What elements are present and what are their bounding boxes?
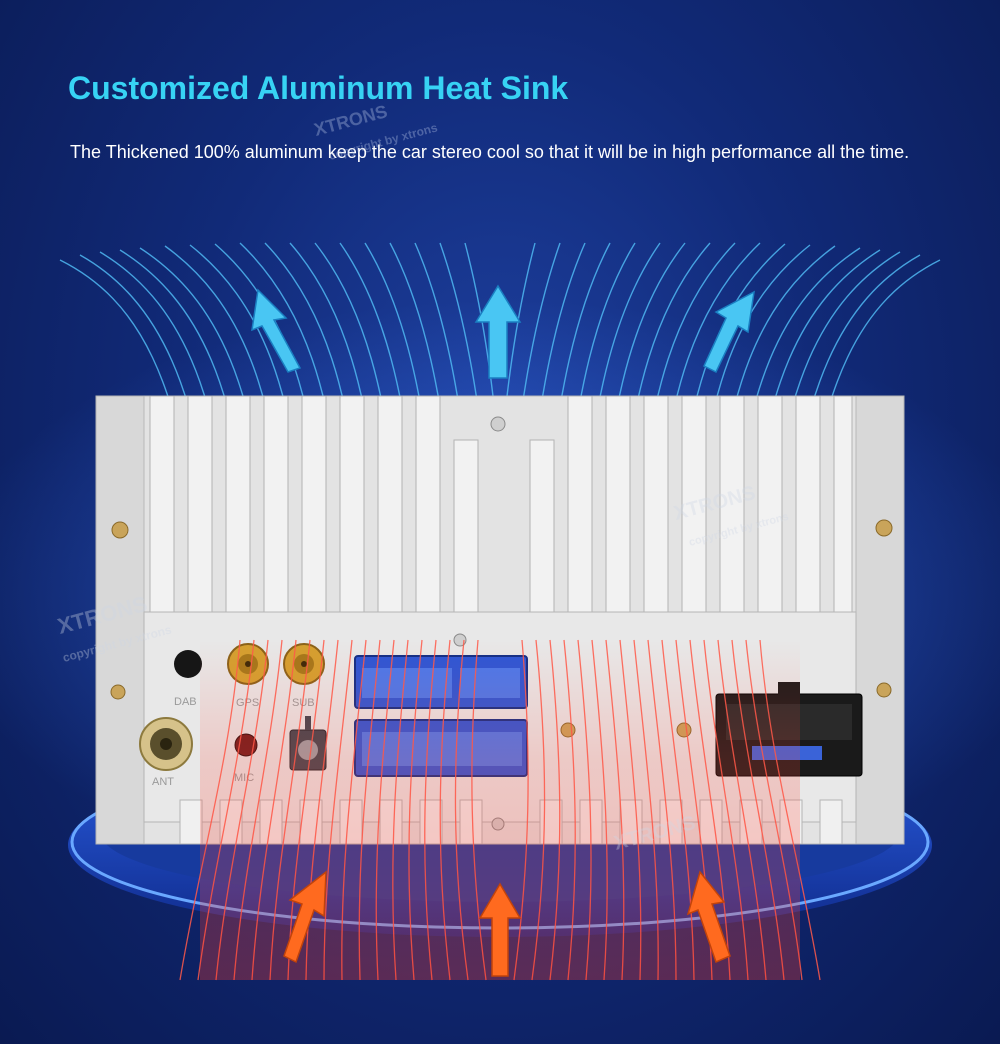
ant-label: ANT <box>152 776 174 788</box>
page-title: Customized Aluminum Heat Sink <box>68 70 569 106</box>
heat-sink-fins <box>149 395 853 613</box>
dab-label: DAB <box>174 696 197 708</box>
svg-text:XTRONS: XTRONS <box>312 101 390 140</box>
cool-air-arrow-icon <box>251 284 755 379</box>
page-description: The Thickened 100% aluminum keep the car… <box>70 142 910 162</box>
hot-air-arrow-icon <box>283 870 731 977</box>
ant-port <box>139 717 193 771</box>
dab-port <box>174 650 202 678</box>
